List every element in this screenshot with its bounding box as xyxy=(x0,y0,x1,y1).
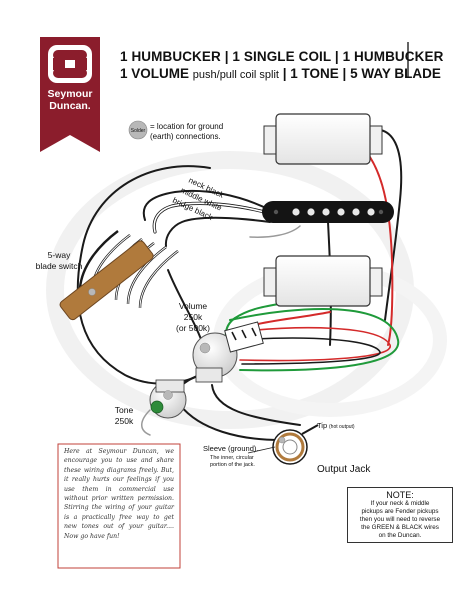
red-loop-wire xyxy=(234,326,391,362)
neck-humbucker xyxy=(263,113,383,165)
note-line2: pickups are Fender pickups xyxy=(361,508,439,515)
tone-capacitor xyxy=(150,400,164,414)
brand-name-line2: Duncan. xyxy=(49,100,91,112)
note-title: NOTE: xyxy=(386,490,414,500)
output-jack-label: Output Jack xyxy=(317,464,371,475)
note-line4: the GREEN & BLACK wires xyxy=(361,524,439,531)
note-box: NOTE: If your neck & middle pickups are … xyxy=(347,487,453,543)
sleeve-label-line2: The inner, circular xyxy=(210,455,254,461)
jack-solder-point xyxy=(278,436,286,444)
neck-black-wire xyxy=(142,189,271,221)
brand-name-line1: Seymour xyxy=(48,88,93,100)
tip-label-small: (hot output) xyxy=(329,424,355,430)
header-title-rest: | 1 TONE | 5 WAY BLADE xyxy=(282,66,441,81)
neck-humbucker-red xyxy=(354,139,394,346)
legend-text-line1: = location for ground xyxy=(150,122,223,131)
switch-solder-point xyxy=(88,288,96,296)
bridge-humbucker xyxy=(263,255,383,307)
sleeve-label-line3: portion of the jack. xyxy=(210,462,255,468)
volume-label-line3: (or 500k) xyxy=(176,323,210,333)
header-title-coil-split: push/pull coil split xyxy=(192,69,279,81)
tone-label-line1: Tone xyxy=(115,405,134,415)
header-title-line2: 1 VOLUME push/pull coil split | 1 TONE |… xyxy=(120,66,441,81)
volume-to-tip-wire xyxy=(211,384,301,426)
handwritten-frame xyxy=(57,443,181,569)
note-line3: then you will need to reverse xyxy=(359,516,441,523)
tone-pot xyxy=(149,379,187,419)
neck-humbucker-black xyxy=(361,128,403,321)
note-line1: If your neck & middle xyxy=(370,500,430,507)
five-way-switch xyxy=(59,230,179,321)
output-jack xyxy=(272,424,319,465)
leader-lines xyxy=(247,446,276,454)
handwritten-disclaimer: Here at Seymour Duncan, we encourage you… xyxy=(64,448,174,540)
brand-logo: Seymour Duncan. xyxy=(40,37,100,152)
volume-label-line2: 250k xyxy=(184,312,203,322)
solder-icon-label: Solder xyxy=(131,128,146,134)
green-loop-wire xyxy=(229,308,400,372)
ground-to-sleeve-wire xyxy=(179,404,281,441)
black-loop-wire xyxy=(239,337,381,365)
volume-label-line1: Volume xyxy=(179,301,208,311)
legend-text-line2: (earth) connections. xyxy=(150,132,221,141)
tip-label: Tip xyxy=(317,421,327,430)
tone-ground-wire xyxy=(141,409,151,436)
bare-ground-wire xyxy=(249,225,301,238)
note-line5: on the Duncan. xyxy=(378,532,422,539)
tone-solder-point xyxy=(163,390,173,400)
volume-pot xyxy=(192,321,264,383)
solder-icon xyxy=(128,120,148,140)
header-title-volume: 1 VOLUME xyxy=(120,66,190,81)
sleeve-label-line1: Sleeve (ground). xyxy=(203,444,258,453)
header-title-line1: 1 HUMBUCKER | 1 SINGLE COIL | 1 HUMBUCKE… xyxy=(120,49,444,64)
tip-label-main: Tip xyxy=(317,421,327,430)
tone-label-line2: 250k xyxy=(115,416,134,426)
bridge-black-wire xyxy=(164,216,271,247)
middle-single-coil xyxy=(262,201,394,223)
switch-label-line2: blade switch xyxy=(36,261,83,271)
switch-label-line1: 5-way xyxy=(48,250,71,260)
volume-solder-point xyxy=(199,342,211,354)
solder-legend: Solder = location for ground (earth) con… xyxy=(128,120,223,141)
